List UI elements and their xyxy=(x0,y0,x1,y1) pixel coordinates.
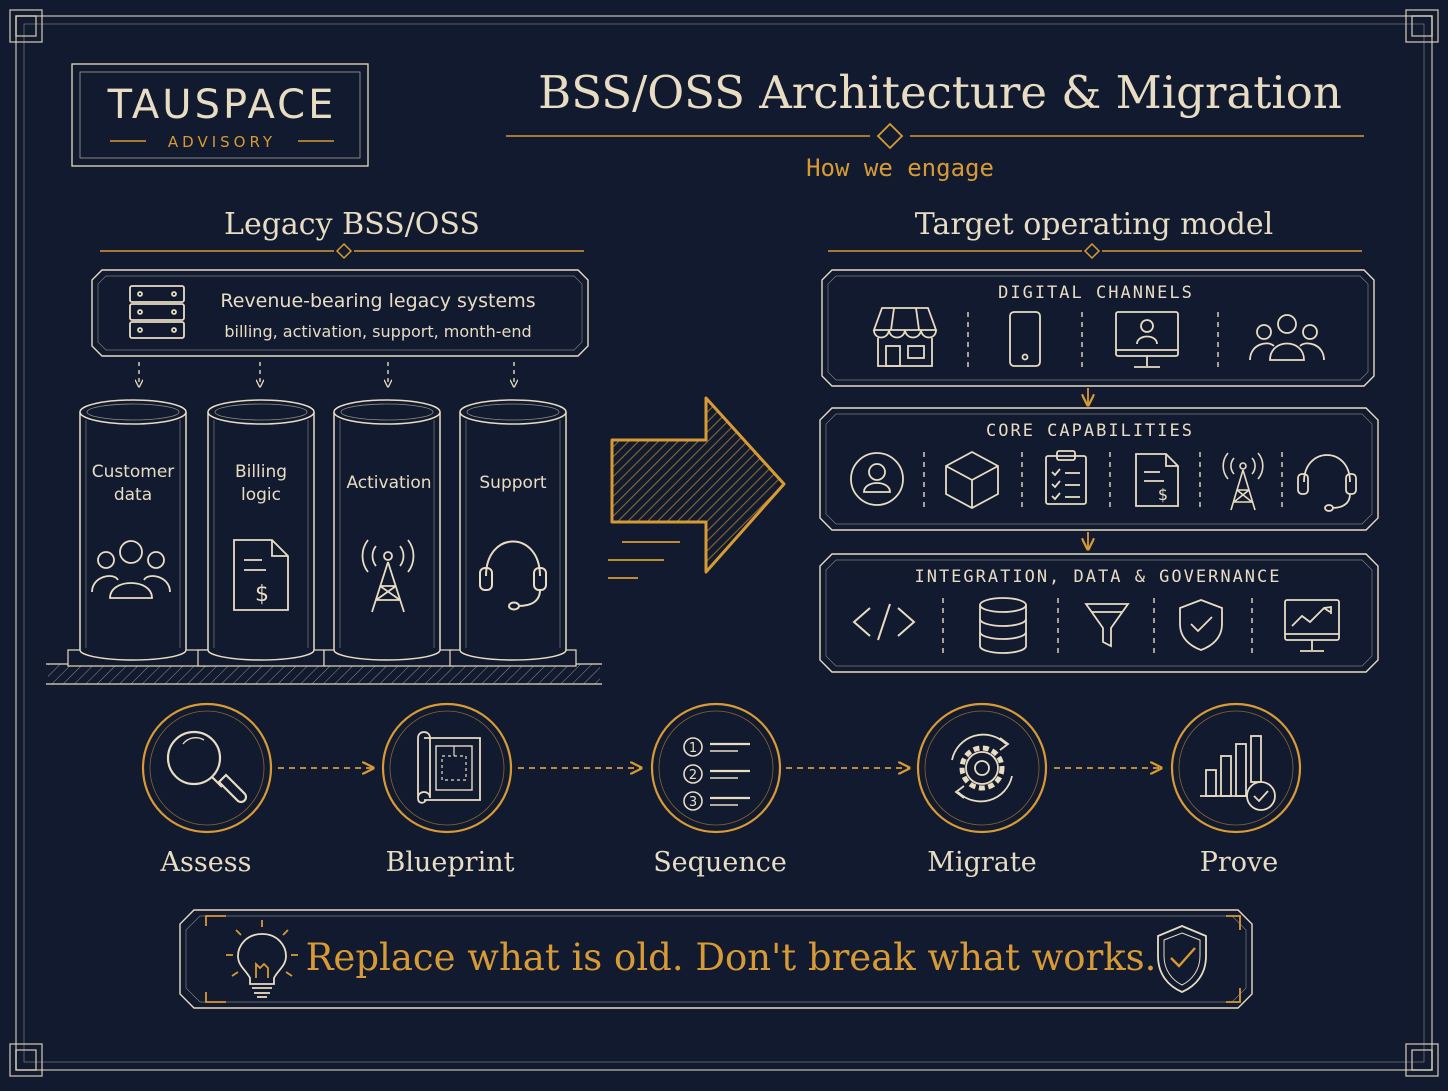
bar-chart-check-icon xyxy=(1200,735,1276,811)
shield-check-icon xyxy=(1157,925,1207,993)
legacy-column-billing-logic: Billing logic $ xyxy=(197,399,325,667)
column-label-line1: Activation xyxy=(346,473,431,493)
logo: TAUSPACE ADVISORY xyxy=(71,63,369,167)
big-right-arrow-icon xyxy=(608,396,786,579)
step-assess: Assess xyxy=(141,702,273,878)
invoice-dollar-icon: $ xyxy=(1135,453,1179,507)
target-heading: Target operating model xyxy=(915,207,1273,242)
logo-name: TAUSPACE xyxy=(107,82,337,128)
invoice-dollar-icon: $ xyxy=(233,539,289,611)
svg-text:1: 1 xyxy=(689,741,697,756)
layer-integration-data-governance: INTEGRATION, DATA & GOVERNANCE xyxy=(819,553,1379,673)
step-migrate: Migrate xyxy=(916,702,1048,878)
headset-icon xyxy=(479,540,547,611)
column-label-line2: data xyxy=(114,485,152,505)
column-label-line1: Billing xyxy=(235,462,287,482)
process-steps: Assess Blueprint 1 xyxy=(141,702,1302,878)
lightbulb-icon xyxy=(226,920,298,998)
svg-text:2: 2 xyxy=(689,768,697,783)
ground xyxy=(46,663,602,685)
step-label: Blueprint xyxy=(386,847,515,878)
header: BSS/OSS Architecture & Migration How we … xyxy=(506,66,1364,182)
svg-text:$: $ xyxy=(1158,485,1168,504)
legacy-section: Legacy BSS/OSS Revenue-bearing legacy sy… xyxy=(46,207,602,685)
user-circle-icon xyxy=(850,452,904,506)
step-label: Migrate xyxy=(927,847,1036,878)
legacy-systems-box: Revenue-bearing legacy systems billing, … xyxy=(91,269,589,357)
antenna-tower-icon xyxy=(361,539,415,613)
code-brackets-icon xyxy=(852,603,916,641)
filter-funnel-icon xyxy=(1084,603,1130,648)
tagline-banner: Replace what is old. Don't break what wo… xyxy=(179,909,1253,1009)
column-label-line1: Support xyxy=(479,473,547,493)
shield-check-icon xyxy=(1179,599,1223,651)
blueprint-scroll-icon xyxy=(417,731,481,804)
analytics-monitor-icon xyxy=(1284,599,1340,652)
layer-title: CORE CAPABILITIES xyxy=(986,421,1194,441)
tagline-text: Replace what is old. Don't break what wo… xyxy=(306,936,1157,979)
mobile-phone-icon xyxy=(1009,311,1041,367)
database-icon xyxy=(979,597,1027,654)
layer-core-capabilities: CORE CAPABILITIES xyxy=(819,407,1379,531)
people-icon xyxy=(91,540,171,599)
headset-icon xyxy=(1297,454,1357,512)
svg-text:3: 3 xyxy=(689,795,697,810)
group-icon xyxy=(1249,314,1325,361)
legacy-column-support: Support xyxy=(449,399,577,667)
monitor-user-icon xyxy=(1115,311,1179,368)
diamond-ornament-icon xyxy=(876,122,904,150)
column-label-line1: Customer xyxy=(92,462,175,482)
legacy-box-title: Revenue-bearing legacy systems xyxy=(220,290,535,312)
clipboard-checklist-icon xyxy=(1045,450,1087,505)
page-subtitle: How we engage xyxy=(806,154,994,182)
step-label: Sequence xyxy=(653,847,787,878)
step-label: Assess xyxy=(160,847,252,878)
gear-cycle-icon xyxy=(951,733,1013,803)
numbered-list-icon: 1 2 3 xyxy=(683,737,750,811)
step-blueprint: Blueprint xyxy=(381,702,515,878)
page-border xyxy=(9,9,1439,1077)
storefront-icon xyxy=(872,307,938,367)
page-title: BSS/OSS Architecture & Migration xyxy=(538,66,1342,119)
antenna-tower-icon xyxy=(1222,452,1264,511)
layer-title: INTEGRATION, DATA & GOVERNANCE xyxy=(914,567,1281,587)
target-section: Target operating model DIGITAL CHANNELS xyxy=(819,207,1379,673)
legacy-box-subtitle: billing, activation, support, month-end xyxy=(224,322,531,341)
step-prove: Prove xyxy=(1170,702,1302,878)
layer-digital-channels: DIGITAL CHANNELS xyxy=(821,269,1375,387)
magnifier-icon xyxy=(166,730,248,804)
legacy-heading: Legacy BSS/OSS xyxy=(224,207,480,242)
layer-title: DIGITAL CHANNELS xyxy=(998,283,1194,303)
step-sequence: 1 2 3 Sequence xyxy=(650,702,787,878)
step-label: Prove xyxy=(1200,847,1279,878)
legacy-column-customer-data: Customer data xyxy=(67,399,209,667)
svg-text:$: $ xyxy=(255,582,269,607)
logo-sub: ADVISORY xyxy=(168,133,276,151)
server-rack-icon xyxy=(129,285,185,339)
cube-icon xyxy=(945,450,999,510)
column-label-line2: logic xyxy=(241,485,281,505)
legacy-column-activation: Activation xyxy=(323,399,453,667)
